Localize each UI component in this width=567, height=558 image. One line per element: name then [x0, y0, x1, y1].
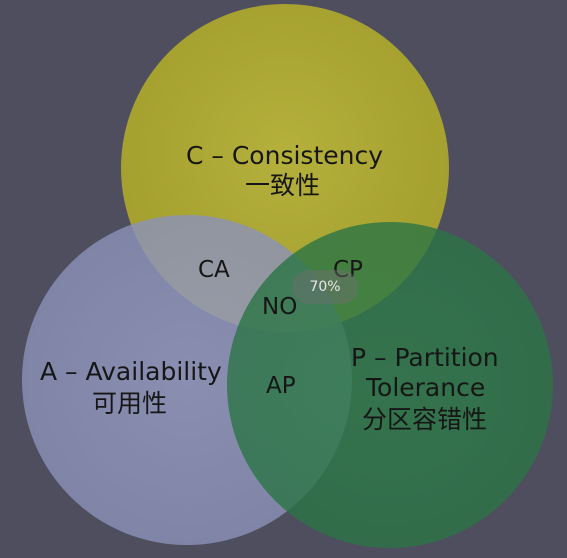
availability-subtitle: 可用性 — [92, 389, 168, 418]
consistency-title: C – Consistency — [186, 141, 384, 170]
partition-subtitle: 分区容错性 — [362, 405, 488, 434]
region-no: NO — [262, 294, 298, 320]
consistency-subtitle: 一致性 — [245, 171, 321, 200]
region-ap: AP — [266, 373, 296, 399]
zoom-level-badge: 70% — [292, 270, 358, 304]
circle-partition-tolerance — [227, 222, 553, 548]
partition-title-line2: Tolerance — [366, 373, 486, 402]
region-ca: CA — [198, 257, 230, 283]
availability-title: A – Availability — [40, 357, 222, 386]
partition-title-line1: P – Partition — [351, 343, 499, 372]
region-cp: CP — [333, 257, 363, 283]
